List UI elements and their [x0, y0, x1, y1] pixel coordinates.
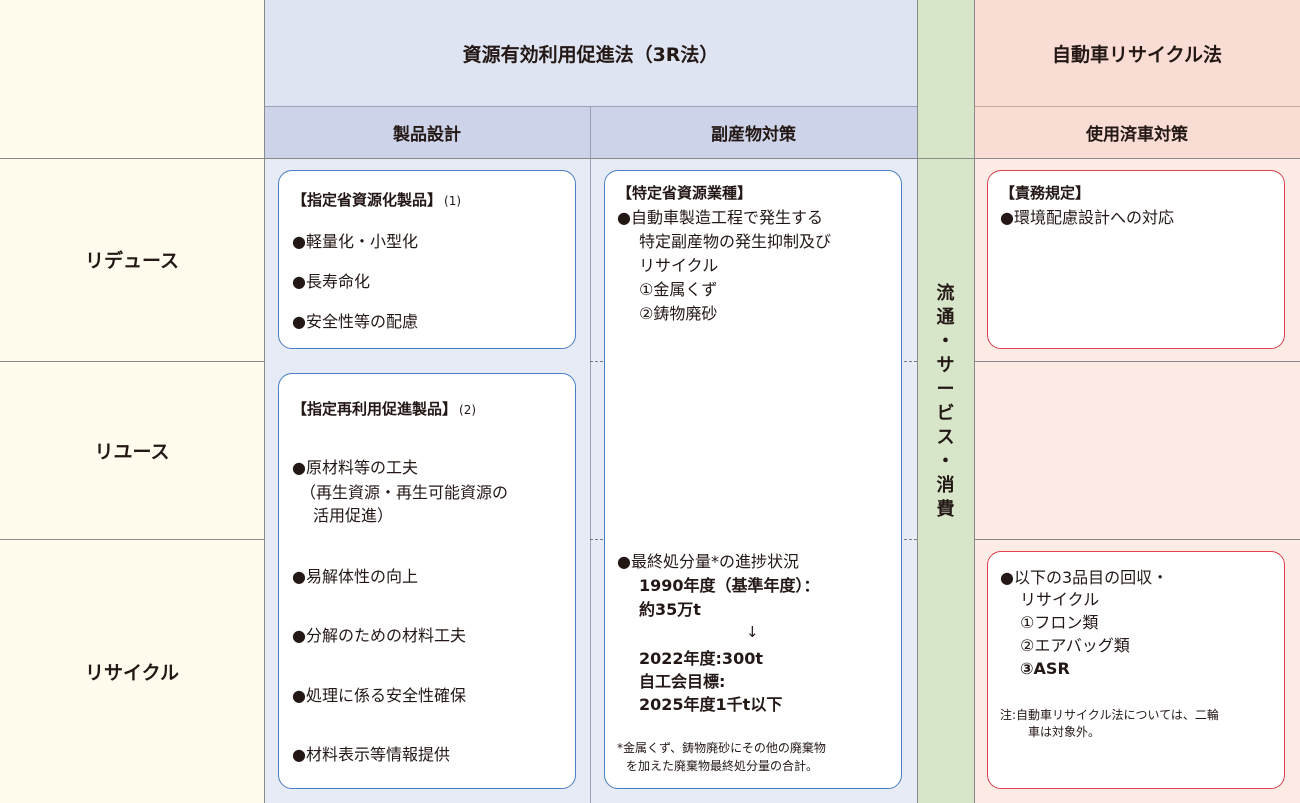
designated-resource-saving-title: 【指定省資源化製品】(1)	[292, 190, 461, 211]
note: 注:自動車リサイクル法については、二輪	[1000, 708, 1219, 722]
distribution-char: ・	[936, 330, 955, 352]
recycle-items-box	[987, 551, 1285, 789]
distribution-char: ス	[936, 426, 955, 448]
list-item: ●易解体性の向上	[292, 567, 418, 586]
row-label-reduce: リデュース	[0, 158, 264, 361]
specified-industry-title: 【特定省資源業種】	[617, 184, 753, 202]
note: 車は対象外。	[1028, 725, 1101, 739]
list-item-sub: 活用促進）	[313, 506, 394, 525]
grid-line	[974, 106, 1300, 107]
distribution-char: ー	[936, 378, 955, 400]
distribution-char: 流	[936, 282, 955, 304]
subheader-byproduct-text: 副産物対策	[711, 124, 796, 145]
disposal-line: 1990年度（基準年度）：	[639, 576, 820, 595]
subheader-used-car: 使用済車対策	[974, 106, 1300, 158]
list-item: ●分解のための材料工夫	[292, 626, 466, 645]
header-auto-recycle-law: 自動車リサイクル法	[974, 0, 1300, 106]
distribution-char: ・	[936, 450, 955, 472]
disposal-title: ●最終処分量*の進捗状況	[617, 552, 799, 571]
grid-line	[264, 0, 265, 803]
byproduct-line: リサイクル	[639, 256, 719, 275]
recycle-line: ②エアバッグ類	[1020, 636, 1130, 655]
list-item-sub: （再生資源・再生可能資源の	[300, 483, 509, 502]
disposal-line: 約35万t	[639, 600, 701, 619]
obligation-box	[987, 170, 1285, 349]
recycle-line: ●以下の3品目の回収・	[1000, 568, 1169, 587]
row-label-reuse-text: リユース	[94, 440, 170, 463]
list-item: ●軽量化・小型化	[292, 232, 418, 251]
disposal-line: 自工会目標:	[639, 672, 726, 691]
grid-line	[917, 0, 918, 803]
list-item: ●長寿命化	[292, 272, 370, 291]
subheader-used-car-text: 使用済車対策	[1086, 124, 1188, 145]
byproduct-line: ②鋳物廃砂	[639, 304, 718, 323]
obligation-line: ●環境配慮設計への対応	[1000, 208, 1174, 227]
list-item: ●材料表示等情報提供	[292, 745, 450, 764]
distribution-column: 流 通 ・ サ ー ビ ス ・ 消 費	[917, 0, 974, 803]
row-label-reuse: リユース	[0, 361, 264, 539]
row-label-recycle-text: リサイクル	[84, 661, 180, 684]
recycle-line: リサイクル	[1020, 590, 1100, 609]
distribution-char: 費	[936, 498, 955, 520]
grid-line	[0, 158, 1300, 159]
byproduct-line: ①金属くず	[639, 280, 718, 299]
footnote: *金属くず、鋳物廃砂にその他の廃棄物	[617, 741, 826, 755]
distribution-char: ビ	[936, 402, 955, 424]
distribution-char: 通	[936, 306, 955, 328]
recycle-line: ①フロン類	[1020, 613, 1099, 632]
list-item: ●原材料等の工夫	[292, 458, 418, 477]
byproduct-box	[604, 170, 902, 789]
header-3r-law: 資源有効利用促進法（3R法）	[264, 0, 917, 106]
down-arrow: ↓	[746, 623, 759, 641]
box1-title-text: 【指定省資源化製品】	[292, 191, 443, 209]
subheader-product-design: 製品設計	[264, 106, 590, 158]
distribution-label: 流 通 ・ サ ー ビ ス ・ 消 費	[937, 282, 955, 522]
list-item: ●安全性等の配慮	[292, 312, 418, 331]
obligation-title: 【責務規定】	[1000, 184, 1091, 202]
box2-note: (2)	[459, 403, 477, 417]
disposal-line: 2022年度:300t	[639, 649, 763, 668]
footnote: を加えた廃棄物最終処分量の合計。	[626, 759, 819, 773]
grid-line	[974, 361, 1300, 362]
grid-line	[590, 106, 591, 803]
row-label-recycle: リサイクル	[0, 539, 264, 803]
subheader-product-design-text: 製品設計	[393, 124, 461, 145]
recycle-line: ③ASR	[1020, 659, 1070, 678]
grid-line	[974, 539, 1300, 540]
box1-note: (1)	[444, 194, 462, 208]
header-auto-recycle-law-text: 自動車リサイクル法	[1051, 43, 1223, 66]
designated-reuse-product-title: 【指定再利用促進製品】(2)	[292, 399, 476, 420]
designated-resource-saving-box	[278, 170, 576, 349]
list-item: ●処理に係る安全性確保	[292, 686, 466, 705]
left-column-bg	[0, 0, 264, 803]
grid-line	[0, 539, 264, 540]
header-3r-law-text: 資源有効利用促進法（3R法）	[462, 43, 719, 66]
designated-reuse-product-box	[278, 373, 576, 789]
grid-line	[974, 0, 975, 803]
row-label-reduce-text: リデュース	[84, 250, 180, 272]
distribution-char: サ	[936, 354, 955, 376]
disposal-line: 2025年度1千t以下	[639, 695, 783, 714]
grid-line	[0, 361, 264, 362]
box2-title-text: 【指定再利用促進製品】	[292, 400, 458, 418]
distribution-char: 消	[936, 474, 955, 496]
byproduct-line: ●自動車製造工程で発生する	[617, 208, 823, 227]
subheader-byproduct: 副産物対策	[590, 106, 917, 158]
byproduct-line: 特定副産物の発生抑制及び	[639, 232, 832, 251]
